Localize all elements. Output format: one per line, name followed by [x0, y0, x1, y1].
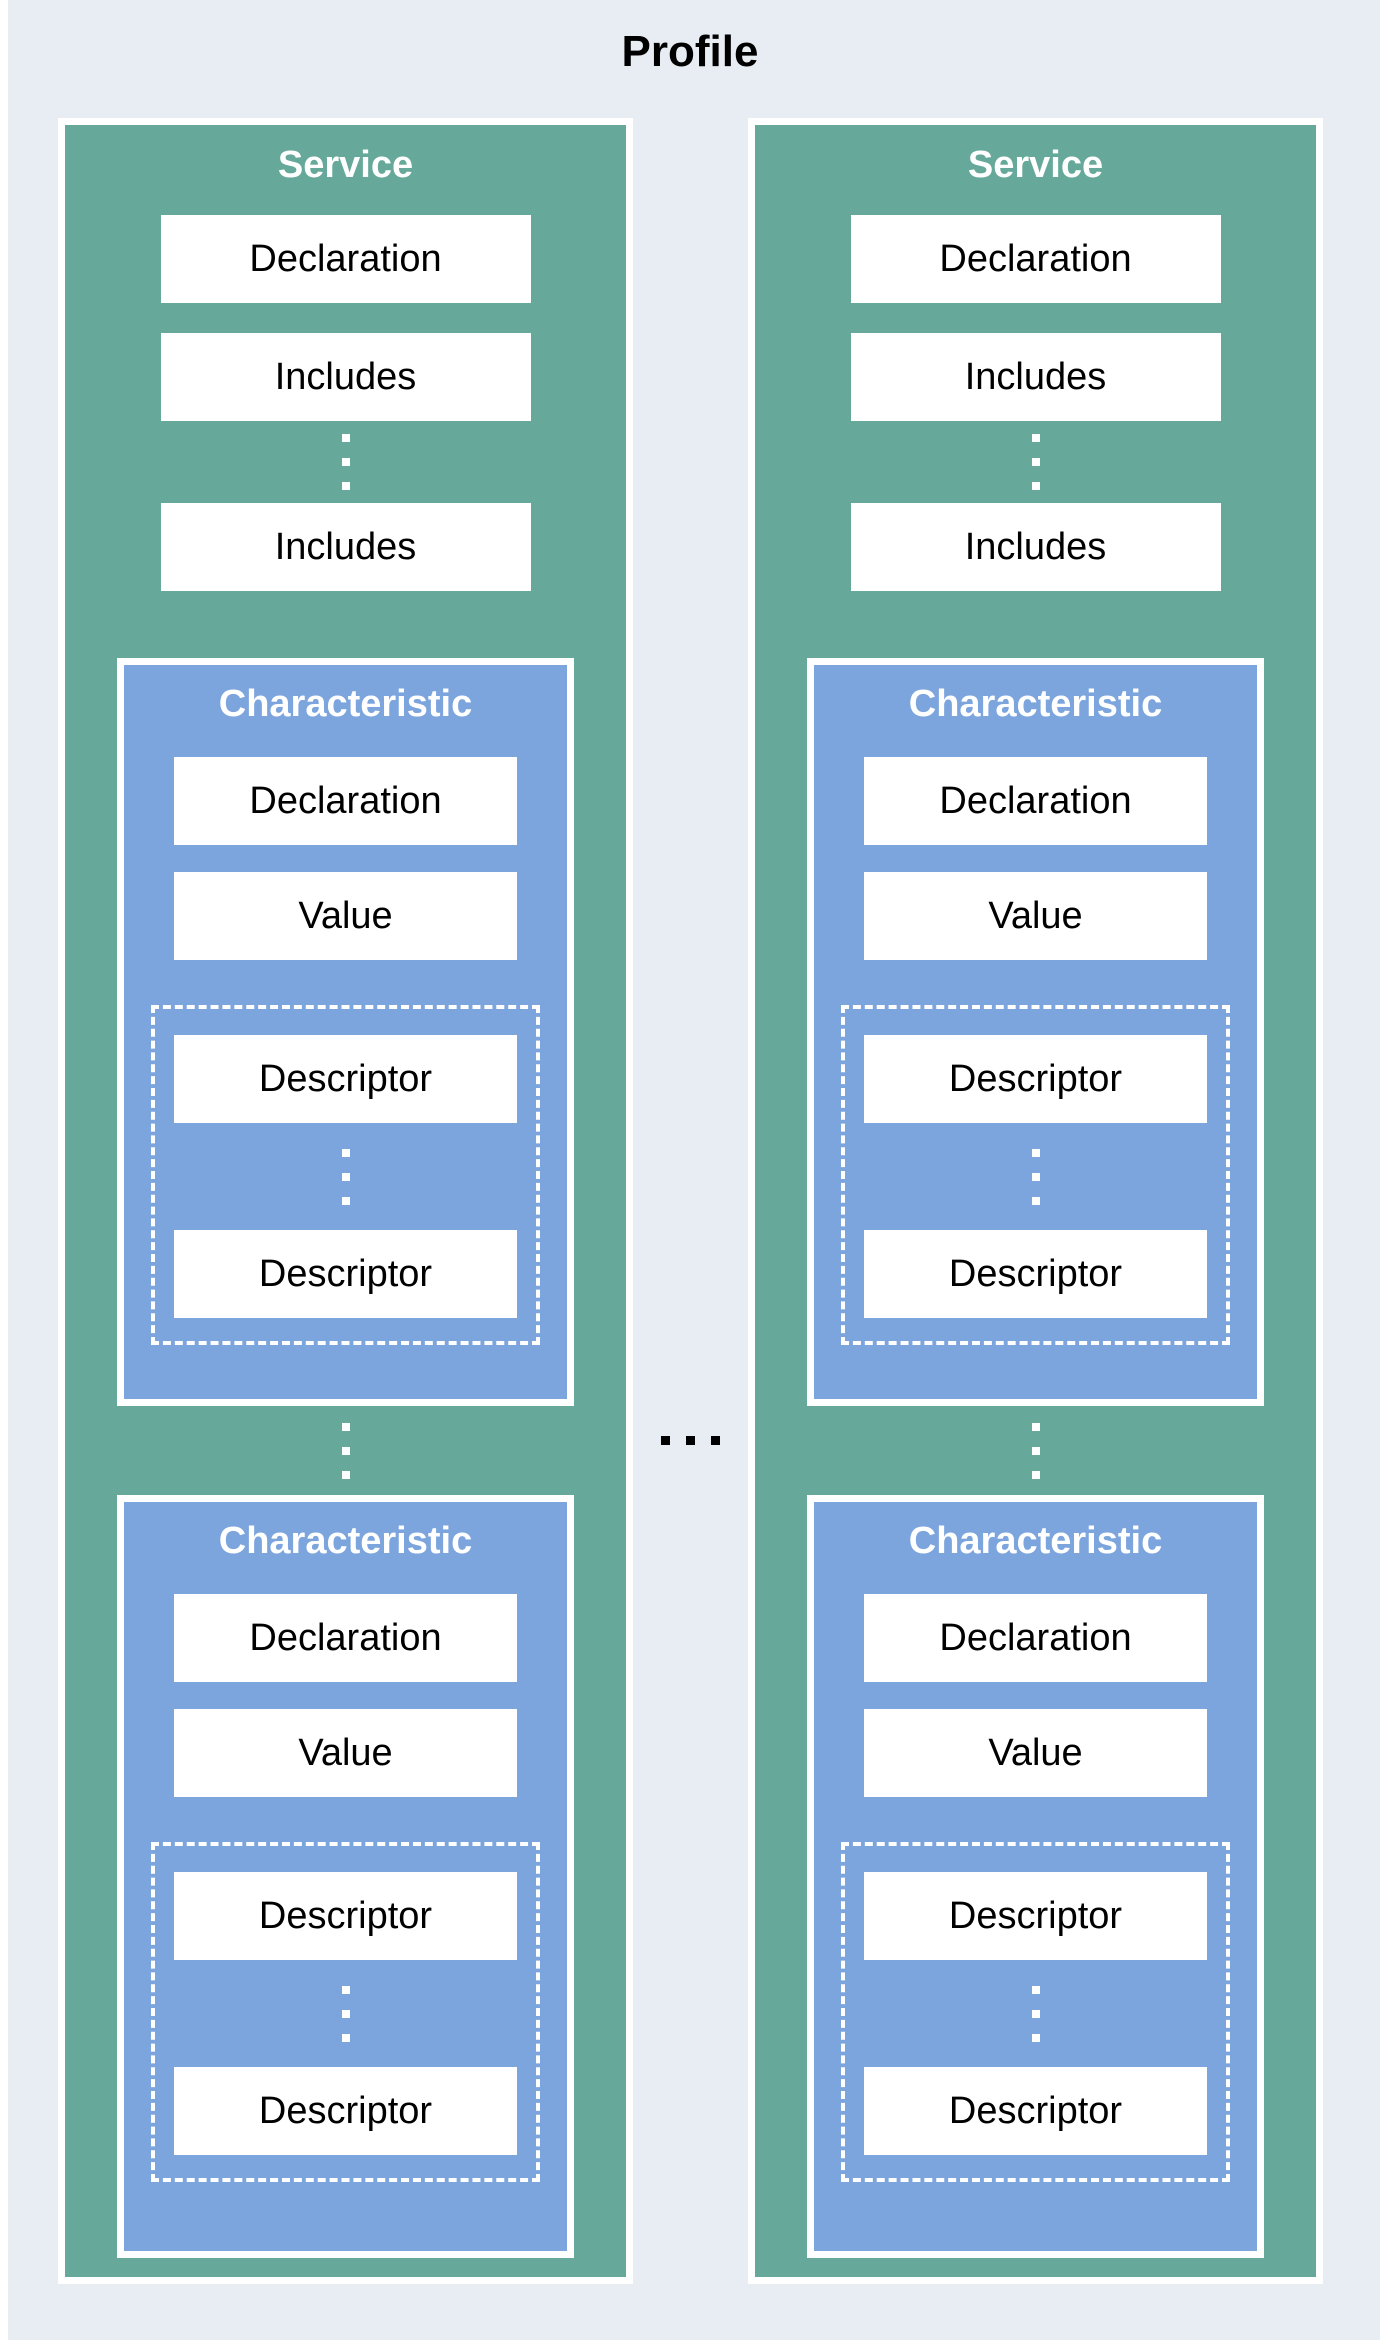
vertical-ellipsis	[341, 1960, 350, 2067]
ellipsis-dot	[341, 1446, 350, 1455]
ellipsis-dot	[341, 2009, 350, 2018]
ellipsis-dot	[341, 434, 350, 442]
ellipsis-dot	[1031, 2009, 1040, 2018]
ellipsis-dot	[341, 1422, 350, 1431]
service-title: Service	[967, 144, 1104, 186]
ellipsis-dot	[1031, 1196, 1040, 1205]
characteristic-declaration-box: Declaration	[174, 1594, 517, 1682]
ellipsis-dot	[1031, 1985, 1040, 1994]
ellipsis-dot	[341, 458, 350, 466]
horizontal-ellipsis	[633, 1427, 748, 1453]
characteristic-value-box: Value	[864, 872, 1207, 960]
service-includes-box: Includes	[160, 503, 531, 591]
characteristic-panel: Characteristic Declaration Value Descrip…	[117, 658, 574, 1406]
characteristic-title: Characteristic	[218, 683, 473, 725]
characteristic-declaration-box: Declaration	[864, 1594, 1207, 1682]
service-panel: Service Declaration Includes Includes Ch…	[58, 118, 633, 2284]
service-includes-box: Includes	[850, 503, 1221, 591]
ellipsis-dot	[1031, 1172, 1040, 1181]
page-left-margin	[0, 0, 8, 2340]
descriptor-box: Descriptor	[174, 1230, 517, 1318]
descriptor-group: Descriptor Descriptor	[841, 1005, 1230, 1345]
ellipsis-dot	[341, 1985, 350, 1994]
service-panel: Service Declaration Includes Includes Ch…	[748, 118, 1323, 2284]
ellipsis-dot	[1031, 1148, 1040, 1157]
descriptor-box: Descriptor	[174, 1035, 517, 1123]
service-declaration-box: Declaration	[160, 215, 531, 303]
ellipsis-dot	[341, 1196, 350, 1205]
ellipsis-dot	[341, 2033, 350, 2042]
ellipsis-dot	[1031, 1422, 1040, 1431]
vertical-ellipsis	[341, 421, 350, 503]
ellipsis-dot	[1031, 482, 1040, 490]
descriptor-box: Descriptor	[864, 1872, 1207, 1960]
profile-title: Profile	[621, 27, 759, 76]
characteristic-title: Characteristic	[908, 1520, 1163, 1562]
vertical-ellipsis	[341, 1123, 350, 1230]
descriptor-box: Descriptor	[864, 2067, 1207, 2155]
descriptor-group: Descriptor Descriptor	[841, 1842, 1230, 2182]
ellipsis-dot	[341, 1172, 350, 1181]
descriptor-group: Descriptor Descriptor	[151, 1842, 540, 2182]
ellipsis-dot	[341, 482, 350, 490]
ellipsis-dot	[1031, 434, 1040, 442]
characteristic-panel: Characteristic Declaration Value Descrip…	[807, 658, 1264, 1406]
characteristic-value-box: Value	[864, 1709, 1207, 1797]
ellipsis-dot	[341, 1148, 350, 1157]
characteristic-value-box: Value	[174, 872, 517, 960]
ellipsis-dot	[661, 1435, 670, 1445]
vertical-ellipsis	[1031, 1960, 1040, 2067]
vertical-ellipsis	[1031, 1406, 1040, 1495]
vertical-ellipsis	[1031, 1123, 1040, 1230]
descriptor-group: Descriptor Descriptor	[151, 1005, 540, 1345]
descriptor-box: Descriptor	[864, 1035, 1207, 1123]
descriptor-box: Descriptor	[174, 1872, 517, 1960]
characteristic-value-box: Value	[174, 1709, 517, 1797]
ellipsis-dot	[1031, 1470, 1040, 1479]
characteristic-title: Characteristic	[908, 683, 1163, 725]
characteristic-panel: Characteristic Declaration Value Descrip…	[117, 1495, 574, 2258]
characteristic-declaration-box: Declaration	[174, 757, 517, 845]
ellipsis-dot	[1031, 1446, 1040, 1455]
service-includes-box: Includes	[850, 333, 1221, 421]
service-declaration-box: Declaration	[850, 215, 1221, 303]
descriptor-box: Descriptor	[864, 1230, 1207, 1318]
characteristic-declaration-box: Declaration	[864, 757, 1207, 845]
service-title: Service	[277, 144, 414, 186]
ellipsis-dot	[1031, 458, 1040, 466]
ellipsis-dot	[1031, 2033, 1040, 2042]
ellipsis-dot	[711, 1435, 720, 1445]
ellipsis-dot	[686, 1435, 695, 1445]
vertical-ellipsis	[1031, 421, 1040, 503]
ellipsis-dot	[341, 1470, 350, 1479]
vertical-ellipsis	[341, 1406, 350, 1495]
descriptor-box: Descriptor	[174, 2067, 517, 2155]
characteristic-title: Characteristic	[218, 1520, 473, 1562]
service-includes-box: Includes	[160, 333, 531, 421]
characteristic-panel: Characteristic Declaration Value Descrip…	[807, 1495, 1264, 2258]
